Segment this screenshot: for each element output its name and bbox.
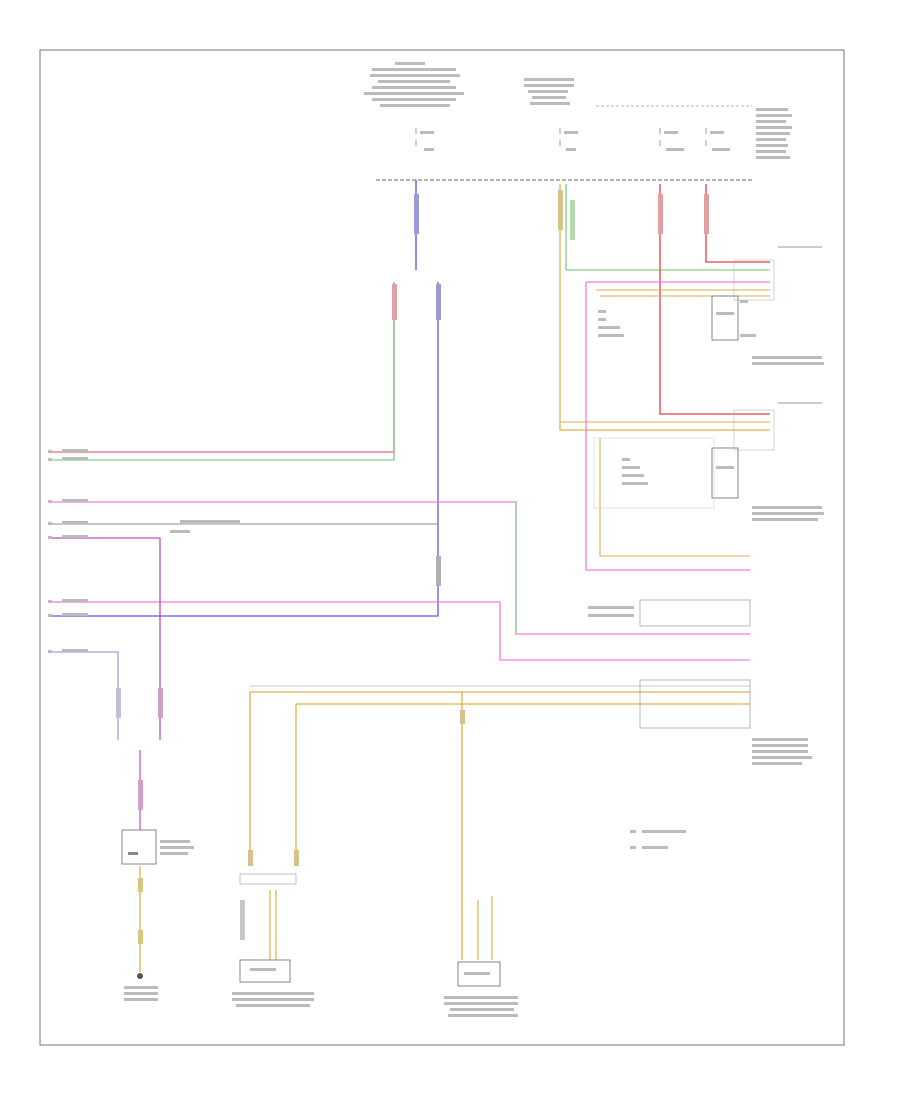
wire-magenta-3 [585,282,750,571]
module-1 [598,246,824,365]
wire-violet [52,651,119,740]
wire-red-left [52,282,395,453]
sensor-component-2 [444,896,518,1017]
top-header-block-1 [364,62,464,107]
sensor-component-1 [232,873,314,1007]
left-wire-terminals [48,449,88,653]
left-lower-component [121,829,194,1001]
wire-label-block [436,556,441,586]
top-header-block-3 [756,108,792,159]
diagram-border [39,49,845,1046]
wire-label-block [414,194,419,234]
legend [630,830,686,849]
top-header-block-2 [524,78,574,105]
connector-block-1 [733,259,775,451]
wire-blue-center [52,282,439,617]
wire-tan-5 [599,438,750,557]
wire-green-2 [565,184,770,271]
ground-symbol [137,973,143,979]
right-connector-stack [639,599,751,729]
wire-purple [52,537,161,740]
wire-red-2 [659,184,770,415]
module-2 [622,402,824,521]
wire-magenta-1 [52,501,750,635]
fuse-group [415,128,730,151]
module-2-frame [593,437,715,509]
wire-label-block [392,284,397,320]
wire-green-left [52,282,395,461]
wire-magenta-2 [52,601,750,661]
wire-tan-1 [559,184,770,431]
wire-label-block [436,284,441,320]
wire-red-3 [705,184,770,263]
